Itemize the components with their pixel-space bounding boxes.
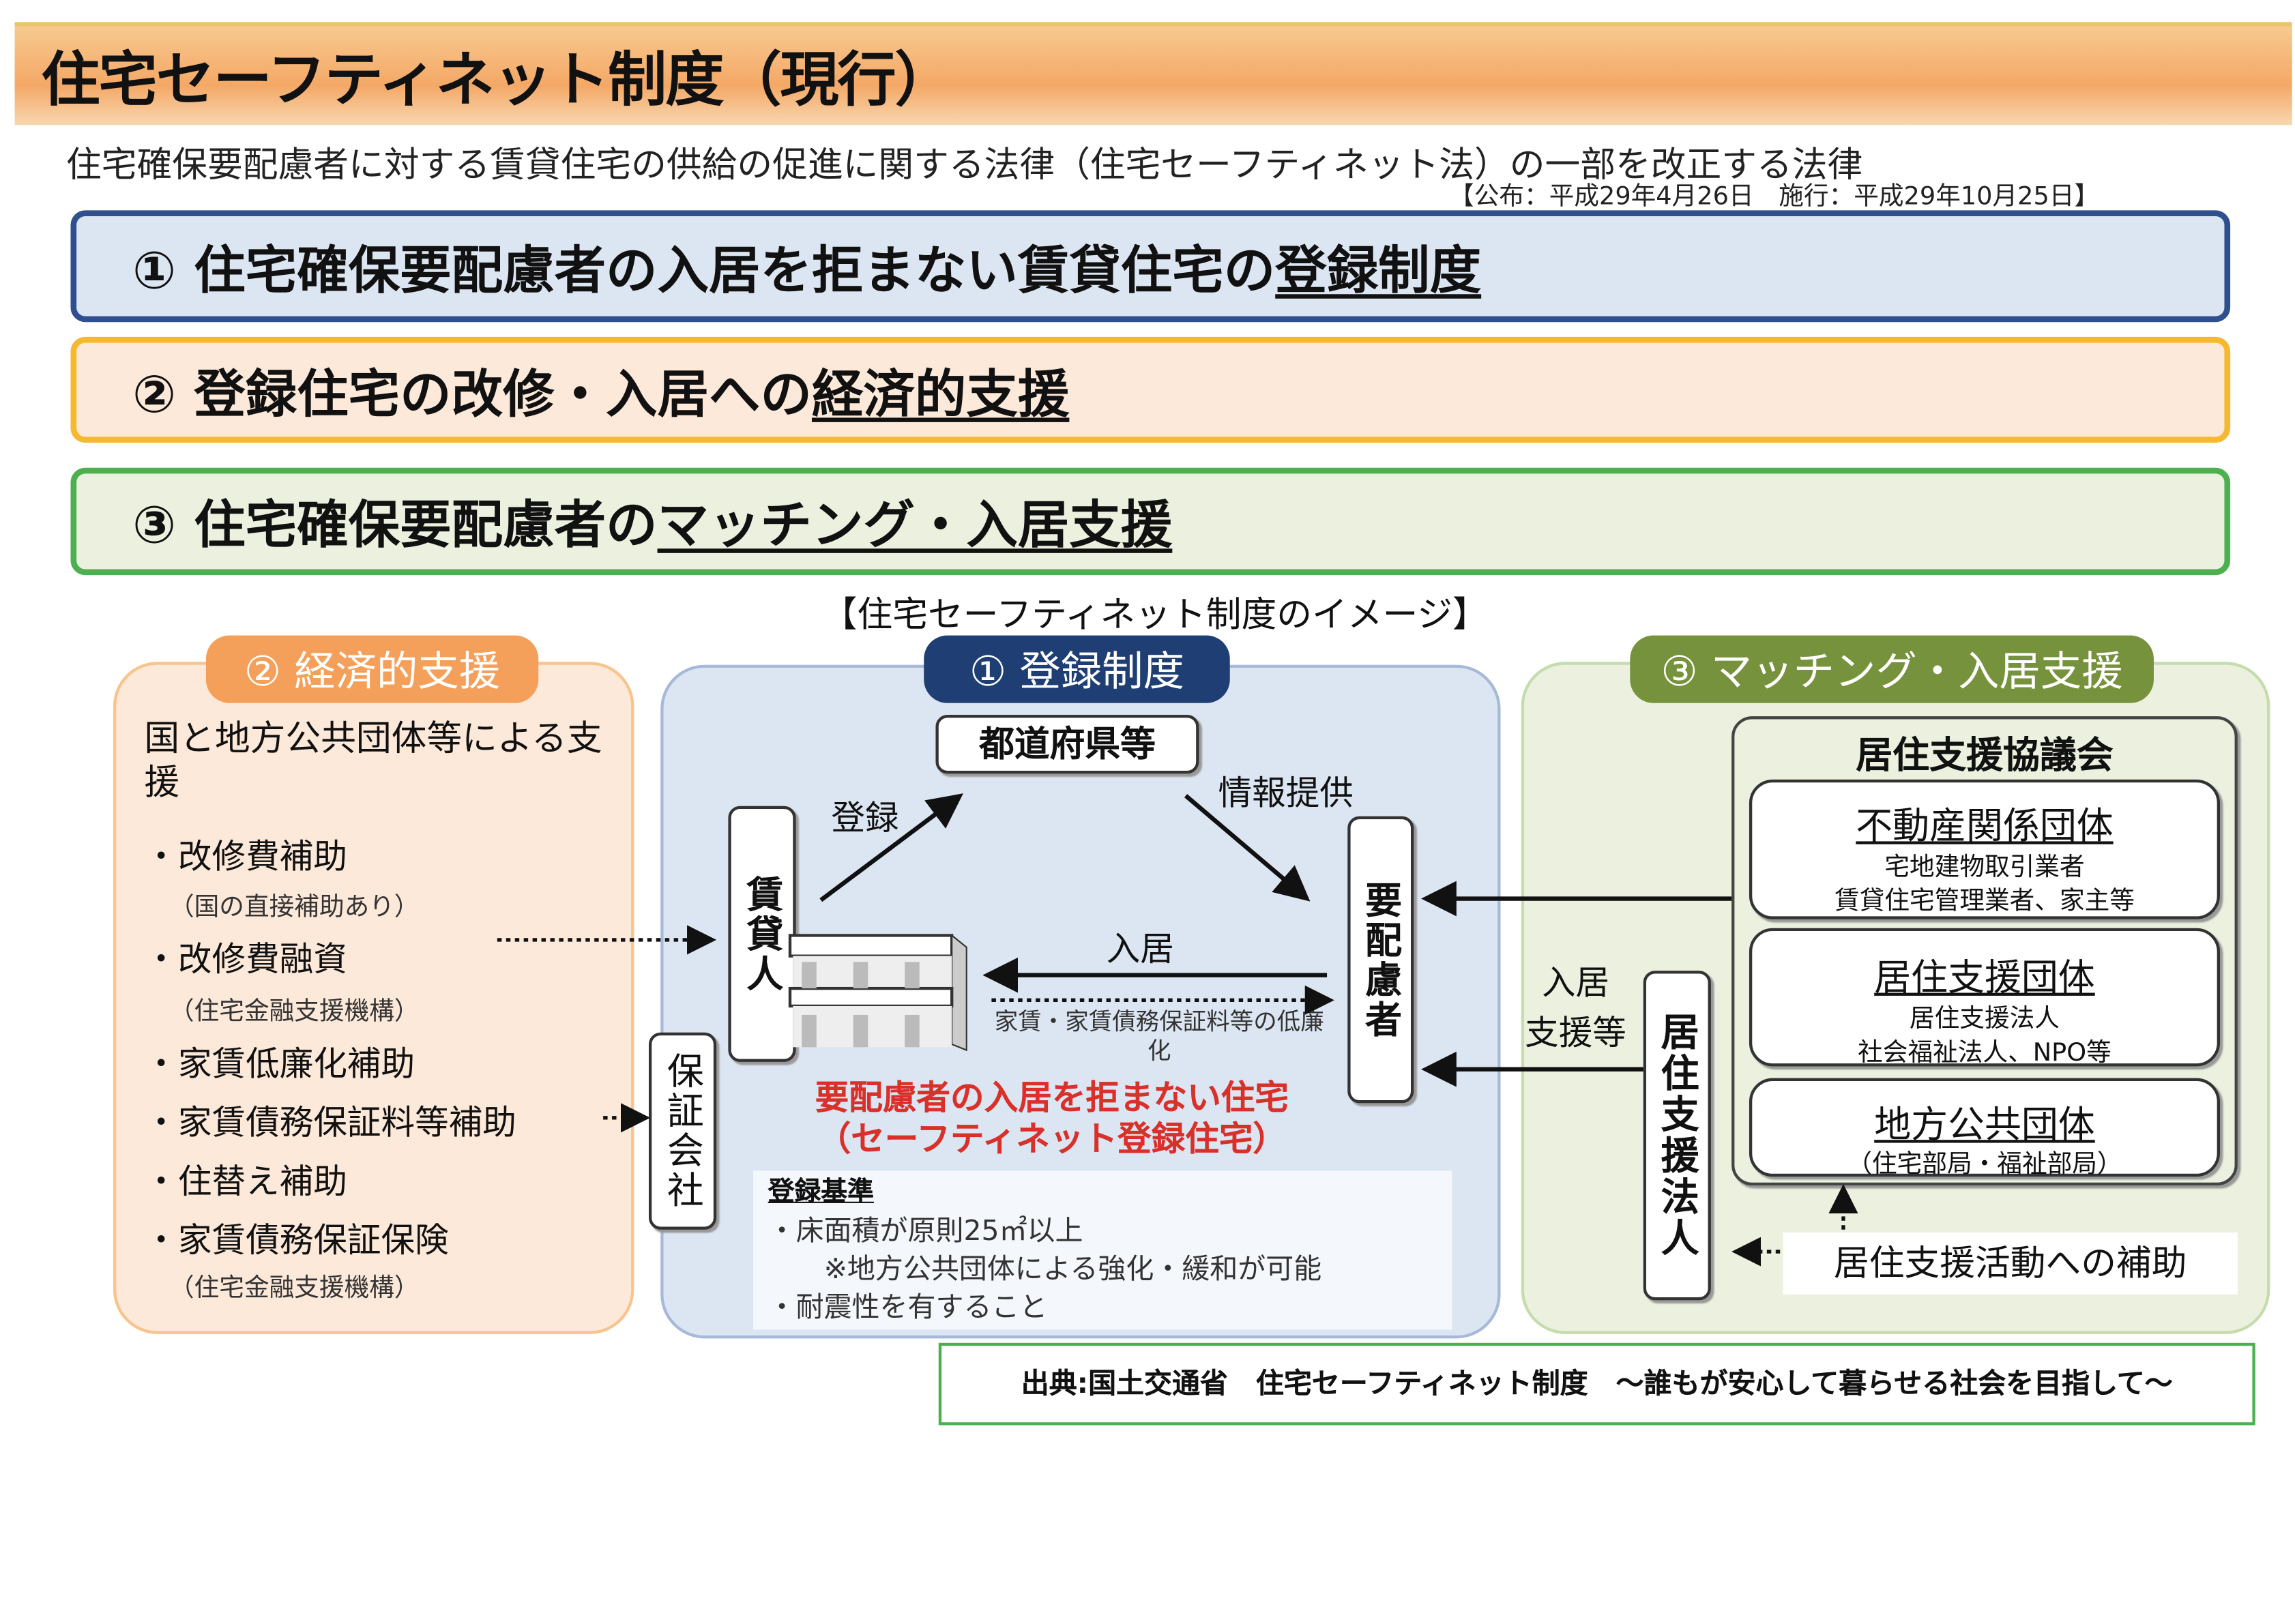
apartment-building-icon <box>788 934 967 1052</box>
economic-panel <box>113 662 634 1334</box>
page-title: 住宅セーフティネット制度（現行） <box>41 47 953 115</box>
source-note: 出典:国土交通省 住宅セーフティネット制度 ～誰もが安心して暮らせる社会を目指し… <box>938 1342 2255 1426</box>
group-line: 居住支援法人 <box>1910 1004 2060 1034</box>
council-title: 居住支援協議会 <box>1856 734 2114 777</box>
criteria-item: ・耐震性を有すること <box>768 1291 1048 1324</box>
pillar-text: ② 登録住宅の改修・入居への <box>132 365 812 425</box>
register-label: 登録 <box>831 800 899 839</box>
support-corp-box: 居住支援法人 <box>1643 971 1711 1301</box>
criteria-title: 登録基準 <box>768 1177 874 1208</box>
dates: 【公布：平成29年4月26日 施行：平成29年10月25日】 <box>1449 182 2100 212</box>
economic-item: ・改修費融資 <box>144 941 347 980</box>
matching-label: ③ マッチング・入居支援 <box>1630 635 2154 703</box>
economic-intro: 国と地方公共団体等による支援 <box>144 718 602 803</box>
info-arrow <box>1184 794 1311 902</box>
group-name: 居住支援団体 <box>1874 956 2095 999</box>
group-line: 社会福祉法人、NPO等 <box>1858 1038 2111 1068</box>
pillar-text: ① 住宅確保要配慮者の入居を拒まない賃貸住宅の <box>132 241 1276 301</box>
group-name: 不動産関係団体 <box>1856 804 2114 848</box>
group-name: 地方公共団体 <box>1874 1103 2095 1146</box>
red-line-2: （セーフティネット登録住宅） <box>817 1121 1287 1160</box>
pillar-economic: ② 登録住宅の改修・入居への経済的支援 <box>70 336 2231 443</box>
group-line: 賃貸住宅管理業者、家主等 <box>1834 887 2135 917</box>
economic-item: ・家賃債務保証料等補助 <box>144 1104 516 1143</box>
image-caption: 【住宅セーフティネット制度のイメージ】 <box>821 594 1488 636</box>
pillar-emphasis: 経済的支援 <box>811 365 1070 425</box>
support-label-1: 入居 <box>1541 964 1610 1003</box>
group-housing-support: 居住支援団体居住支援法人社会福祉法人、NPO等 <box>1749 928 2221 1068</box>
subsidy-box: 居住支援活動への補助 <box>1783 1232 2238 1295</box>
economic-item: ・改修費補助 <box>144 838 347 877</box>
pillar-emphasis: マッチング・入居支援 <box>657 497 1173 557</box>
group-local-government: 地方公共団体 （住宅部局・福祉部局） <box>1749 1078 2221 1179</box>
economic-label: ② 経済的支援 <box>205 635 539 703</box>
criteria-list: ・床面積が原則25㎡以上 ※地方公共団体による強化・緩和が可能・耐震性を有するこ… <box>768 1212 1322 1327</box>
criteria-box: 登録基準 ・床面積が原則25㎡以上 ※地方公共団体による強化・緩和が可能・耐震性… <box>753 1170 1452 1330</box>
group-real-estate: 不動産関係団体宅地建物取引業者賃貸住宅管理業者、家主等 <box>1749 779 2221 919</box>
pillar-registration: ① 住宅確保要配慮者の入居を拒まない賃貸住宅の登録制度 <box>70 210 2231 323</box>
group-line: （住宅部局・福祉部局） <box>1847 1150 2122 1180</box>
criteria-item: ・床面積が原則25㎡以上 <box>768 1215 1083 1247</box>
registered-housing-title: 要配慮者の入居を拒まない住宅（セーフティネット登録住宅） <box>765 1078 1339 1161</box>
pillar-text: ③ 住宅確保要配慮者の <box>132 497 658 557</box>
pillar-matching: ③ 住宅確保要配慮者のマッチング・入居支援 <box>70 467 2231 576</box>
title-bar <box>14 22 2292 126</box>
economic-note: （住宅金融支援機構） <box>169 1273 420 1303</box>
economic-note: （国の直接補助あり） <box>169 892 420 923</box>
guarantor-box: 保証会社 <box>648 1032 717 1230</box>
criteria-item: ※地方公共団体による強化・緩和が可能 <box>768 1253 1322 1286</box>
support-label: 入居支援等 <box>1512 959 1639 1059</box>
group-line: 宅地建物取引業者 <box>1884 853 2085 883</box>
pillar-emphasis: 登録制度 <box>1275 241 1482 301</box>
council-box <box>1731 716 2238 1186</box>
economic-item: ・家賃債務保証保険 <box>144 1222 449 1261</box>
red-line-1: 要配慮者の入居を拒まない住宅 <box>815 1079 1289 1118</box>
info-label: 情報提供 <box>1218 775 1354 814</box>
law-subtitle: 住宅確保要配慮者に対する賃貸住宅の供給の促進に関する法律（住宅セーフティネット法… <box>66 144 1863 186</box>
tenant-box: 要配慮者 <box>1347 816 1414 1104</box>
move-in-label: 入居 <box>1106 931 1174 970</box>
registration-label: ① 登録制度 <box>924 635 1230 703</box>
rent-reduction-label: 家賃・家賃債務保証料等の低廉化 <box>994 1007 1324 1065</box>
register-arrow <box>819 793 964 902</box>
support-label-2: 支援等 <box>1525 1014 1626 1053</box>
prefecture-box: 都道府県等 <box>935 715 1199 774</box>
economic-note: （住宅金融支援機構） <box>169 997 420 1027</box>
economic-item: ・住替え補助 <box>144 1163 347 1202</box>
economic-item: ・家賃低廉化補助 <box>144 1046 415 1084</box>
